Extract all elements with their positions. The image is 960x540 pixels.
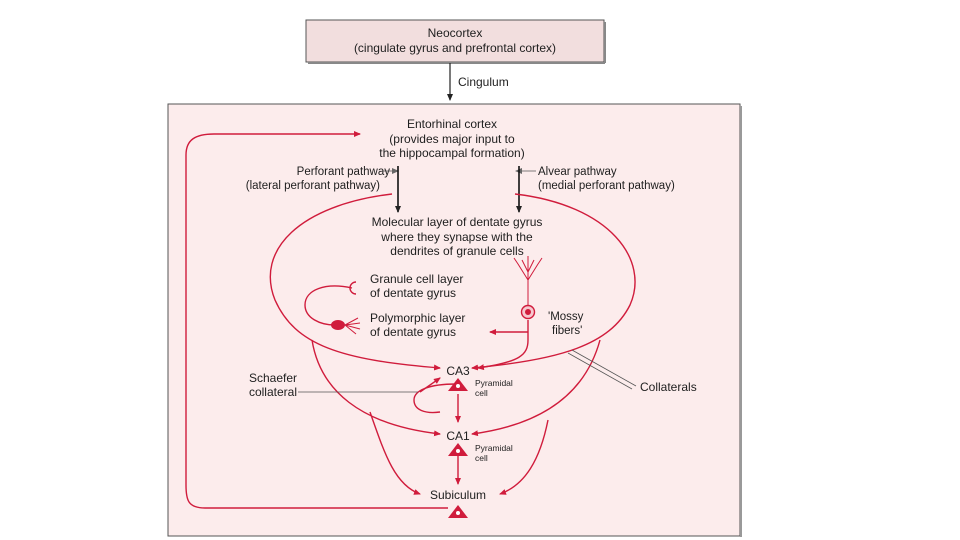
granule-line-2: of dentate gyrus (370, 286, 456, 300)
alvear-line-1: Alvear pathway (538, 166, 617, 178)
mossy-line-2: fibers' (552, 325, 582, 337)
molecular-line-3: dendrites of granule cells (390, 244, 523, 258)
collaterals-pointer (567, 349, 637, 390)
pyramidal-ca3-line-2: cell (475, 388, 488, 398)
neocortex-box: Neocortex (cingulate gyrus and prefronta… (305, 19, 606, 64)
subiculum-feedback-loop (185, 131, 448, 509)
pathway-loops (185, 131, 636, 509)
granule-cell-end (349, 281, 357, 295)
ca3-label: CA3 (446, 364, 470, 378)
neocortex-subtitle: (cingulate gyrus and prefrontal cortex) (354, 41, 556, 55)
granule-polymorphic-loop (304, 285, 353, 326)
left-collateral-subiculum (369, 411, 421, 495)
polymorphic-line-1: Polymorphic layer (370, 311, 465, 325)
granule-line-1: Granule cell layer (370, 272, 463, 286)
pyramidal-ca3-line-1: Pyramidal (475, 378, 513, 388)
ca1-label: CA1 (446, 429, 470, 443)
schaefer-arrow (419, 377, 441, 393)
subiculum-label: Subiculum (430, 488, 486, 502)
polymorphic-cell (331, 317, 361, 335)
left-outer-loop (269, 193, 441, 371)
mossy-fiber-path (477, 320, 529, 371)
right-collateral-subiculum (499, 419, 549, 495)
mossy-line-1: 'Mossy (548, 311, 584, 323)
pyramidal-cell-ca3 (448, 378, 468, 391)
perforant-line-1: Perforant pathway (297, 166, 391, 178)
entorhinal-line-1: Entorhinal cortex (407, 117, 497, 131)
entorhinal-cortex-label: Entorhinal cortex (provides major input … (379, 117, 524, 160)
alvear-line-2: (medial perforant pathway) (538, 180, 675, 192)
schaefer-line-1: Schaefer (249, 371, 297, 385)
pyramidal-cell-ca1 (448, 443, 468, 456)
collaterals-label: Collaterals (640, 380, 697, 394)
schaefer-loop (413, 383, 457, 414)
granule-cell (513, 256, 543, 320)
right-collateral-ca1 (471, 339, 601, 437)
left-collateral-ca1 (311, 339, 441, 437)
molecular-line-1: Molecular layer of dentate gyrus (372, 215, 543, 229)
molecular-line-2: where they synapse with the (380, 230, 533, 244)
neocortex-title: Neocortex (428, 26, 483, 40)
entorhinal-line-2: (provides major input to (389, 132, 515, 146)
pyramidal-cell-subiculum (448, 505, 468, 518)
pyramidal-ca1-line-2: cell (475, 453, 488, 463)
hippocampal-panel (167, 103, 742, 537)
entorhinal-line-3: the hippocampal formation) (379, 146, 524, 160)
polymorphic-line-2: of dentate gyrus (370, 325, 456, 339)
pyramidal-ca1-line-1: Pyramidal (475, 443, 513, 453)
right-outer-loop (471, 193, 636, 371)
perforant-line-2: (lateral perforant pathway) (246, 180, 380, 192)
cingulum-label: Cingulum (458, 75, 509, 89)
molecular-layer-label: Molecular layer of dentate gyrus where t… (372, 215, 543, 258)
schaefer-line-2: collateral (249, 385, 297, 399)
